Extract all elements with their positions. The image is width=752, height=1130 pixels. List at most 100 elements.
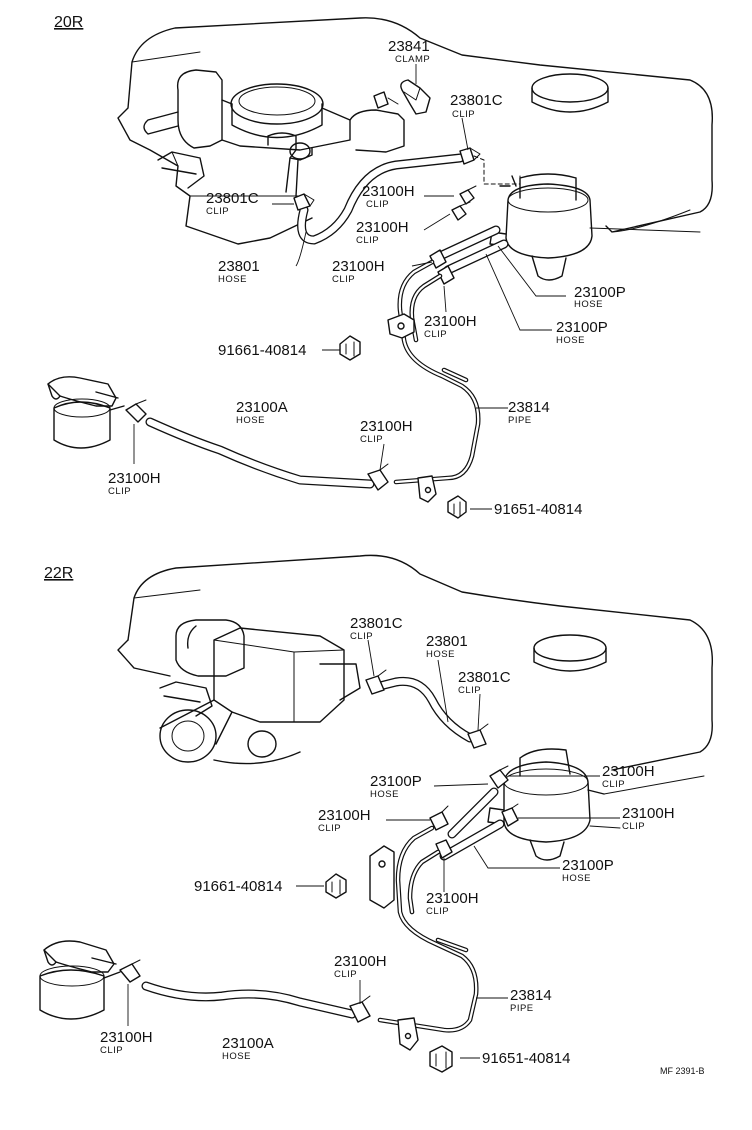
- clip-23100h-top-f-part: [367, 463, 389, 491]
- svg-text:CLIP: CLIP: [356, 235, 379, 246]
- svg-text:91651-40814: 91651-40814: [482, 1050, 570, 1067]
- label-hose-23100p-bot-a: 23100P HOSE: [370, 773, 422, 800]
- svg-text:CLIP: CLIP: [424, 329, 447, 340]
- label-clip-23100h-top-f: 23100H CLIP: [108, 470, 161, 497]
- label-clamp-23841: 23841 CLAMP: [388, 38, 430, 65]
- label-clip-23100h-bot-f: 23100H CLIP: [100, 1029, 153, 1056]
- svg-text:91661-40814: 91661-40814: [218, 342, 306, 359]
- clip-23801c-top-right-part: [459, 147, 481, 165]
- bolt-91661-22r: [325, 873, 347, 899]
- fuel-filter-22r: [39, 940, 121, 1020]
- svg-text:CLIP: CLIP: [360, 434, 383, 445]
- hose-23100p-22r: [439, 787, 505, 861]
- svg-text:CLIP: CLIP: [108, 486, 131, 497]
- svg-text:HOSE: HOSE: [562, 873, 591, 884]
- clip-23100h-top-a-part: [459, 185, 477, 205]
- label-hose-23801-bot: 23801 HOSE: [426, 633, 468, 660]
- clip-23100h-bot-c-part: [501, 803, 519, 827]
- svg-text:23100H: 23100H: [332, 258, 385, 275]
- svg-text:23801: 23801: [218, 258, 260, 275]
- clip-23100h-top-b-part: [451, 201, 471, 221]
- svg-text:CLIP: CLIP: [426, 906, 449, 917]
- svg-text:PIPE: PIPE: [508, 415, 532, 426]
- svg-text:CLIP: CLIP: [334, 969, 357, 980]
- section-22r: 22R: [39, 554, 714, 1076]
- svg-text:91661-40814: 91661-40814: [194, 878, 282, 895]
- svg-text:HOSE: HOSE: [236, 415, 265, 426]
- svg-text:23801C: 23801C: [458, 669, 511, 686]
- clip-23100h-bot-b-part: [429, 805, 449, 831]
- svg-text:23801: 23801: [426, 633, 468, 650]
- label-clip-23100h-bot-d: 23100H CLIP: [426, 890, 479, 917]
- hose-23100a-20r: [145, 417, 375, 489]
- engine-outline-20r: [117, 17, 714, 245]
- pipe-23814-22r: [369, 825, 479, 1051]
- svg-text:CLIP: CLIP: [100, 1045, 123, 1056]
- svg-text:CLAMP: CLAMP: [395, 54, 430, 65]
- label-bolt-91651-bot: 91651-40814: [482, 1050, 570, 1067]
- svg-text:23841: 23841: [388, 38, 430, 55]
- svg-text:23100H: 23100H: [334, 953, 387, 970]
- bolt-91661-20r: [339, 335, 361, 361]
- label-clip-23100h-bot-e: 23100H CLIP: [334, 953, 387, 980]
- label-pipe-23814-bot: 23814 PIPE: [510, 987, 552, 1014]
- clip-23100h-bot-f-part: [349, 995, 371, 1023]
- label-hose-23801-top: 23801 HOSE: [218, 258, 260, 285]
- svg-text:HOSE: HOSE: [574, 299, 603, 310]
- svg-text:HOSE: HOSE: [556, 335, 585, 346]
- label-clip-23801c-bot-a: 23801C CLIP: [350, 615, 403, 642]
- label-clip-23801c-top-a: 23801C CLIP: [450, 92, 503, 120]
- svg-text:CLIP: CLIP: [366, 199, 389, 210]
- label-bolt-91661-bot: 91661-40814: [194, 878, 282, 895]
- clip-23801c-bot-a-part: [365, 669, 387, 695]
- svg-text:23100P: 23100P: [370, 773, 422, 790]
- clip-23100h-top-d-part: [437, 265, 455, 285]
- clip-23100h-bot-a-part: [489, 765, 509, 789]
- svg-text:HOSE: HOSE: [426, 649, 455, 660]
- label-clip-23100h-top-e: 23100H CLIP: [360, 418, 413, 445]
- fuel-pump-20r: [489, 173, 701, 281]
- leader-lines-20r: [133, 64, 566, 510]
- clip-23801c-top-left-part: [293, 193, 315, 211]
- label-clip-23100h-bot-c: 23100H CLIP: [622, 805, 675, 832]
- svg-text:CLIP: CLIP: [350, 631, 373, 642]
- fuel-filter-20r: [47, 376, 125, 449]
- svg-text:CLIP: CLIP: [332, 274, 355, 285]
- label-clip-23100h-top-a: 23100H CLIP: [362, 183, 415, 210]
- section-label-20r: 20R: [54, 14, 83, 31]
- leader-lines-22r: [127, 639, 620, 1059]
- svg-text:HOSE: HOSE: [222, 1051, 251, 1062]
- label-bolt-91651-top: 91651-40814: [494, 501, 582, 518]
- svg-text:23100H: 23100H: [362, 183, 415, 200]
- label-clip-23100h-top-c: 23100H CLIP: [332, 258, 385, 285]
- hose-23801-22r: [375, 676, 475, 743]
- svg-text:23100H: 23100H: [356, 219, 409, 236]
- engine-outline-22r: [117, 554, 714, 771]
- label-clip-23801c-bot-b: 23801C CLIP: [458, 669, 511, 696]
- clip-23100h-bot-d-part: [435, 839, 453, 859]
- svg-text:CLIP: CLIP: [206, 206, 229, 217]
- svg-text:CLIP: CLIP: [602, 779, 625, 790]
- svg-text:23100P: 23100P: [556, 319, 608, 336]
- label-clip-23100h-bot-a: 23100H CLIP: [602, 763, 655, 790]
- bolt-91651-20r: [447, 495, 467, 519]
- svg-text:23100H: 23100H: [108, 470, 161, 487]
- svg-text:23100A: 23100A: [222, 1035, 274, 1052]
- bolt-91651-22r: [429, 1045, 453, 1073]
- svg-text:23801C: 23801C: [206, 190, 259, 207]
- svg-text:23100H: 23100H: [424, 313, 477, 330]
- svg-text:CLIP: CLIP: [452, 109, 475, 120]
- svg-text:PIPE: PIPE: [510, 1003, 534, 1014]
- hose-23100a-22r: [141, 981, 357, 1019]
- label-hose-23100a-top: 23100A HOSE: [236, 399, 288, 426]
- label-clip-23100h-top-b: 23100H CLIP: [356, 219, 409, 246]
- pipe-23814-20r: [387, 259, 481, 503]
- clip-23100h-top-c-part: [429, 249, 447, 269]
- label-clip-23100h-bot-b: 23100H CLIP: [318, 807, 371, 834]
- clip-23100h-bot-e-part: [119, 959, 141, 983]
- label-clip-23801c-top-b: 23801C CLIP: [206, 190, 259, 217]
- svg-text:23100H: 23100H: [100, 1029, 153, 1046]
- clip-23100h-top-e-part: [125, 399, 147, 423]
- svg-text:CLIP: CLIP: [318, 823, 341, 834]
